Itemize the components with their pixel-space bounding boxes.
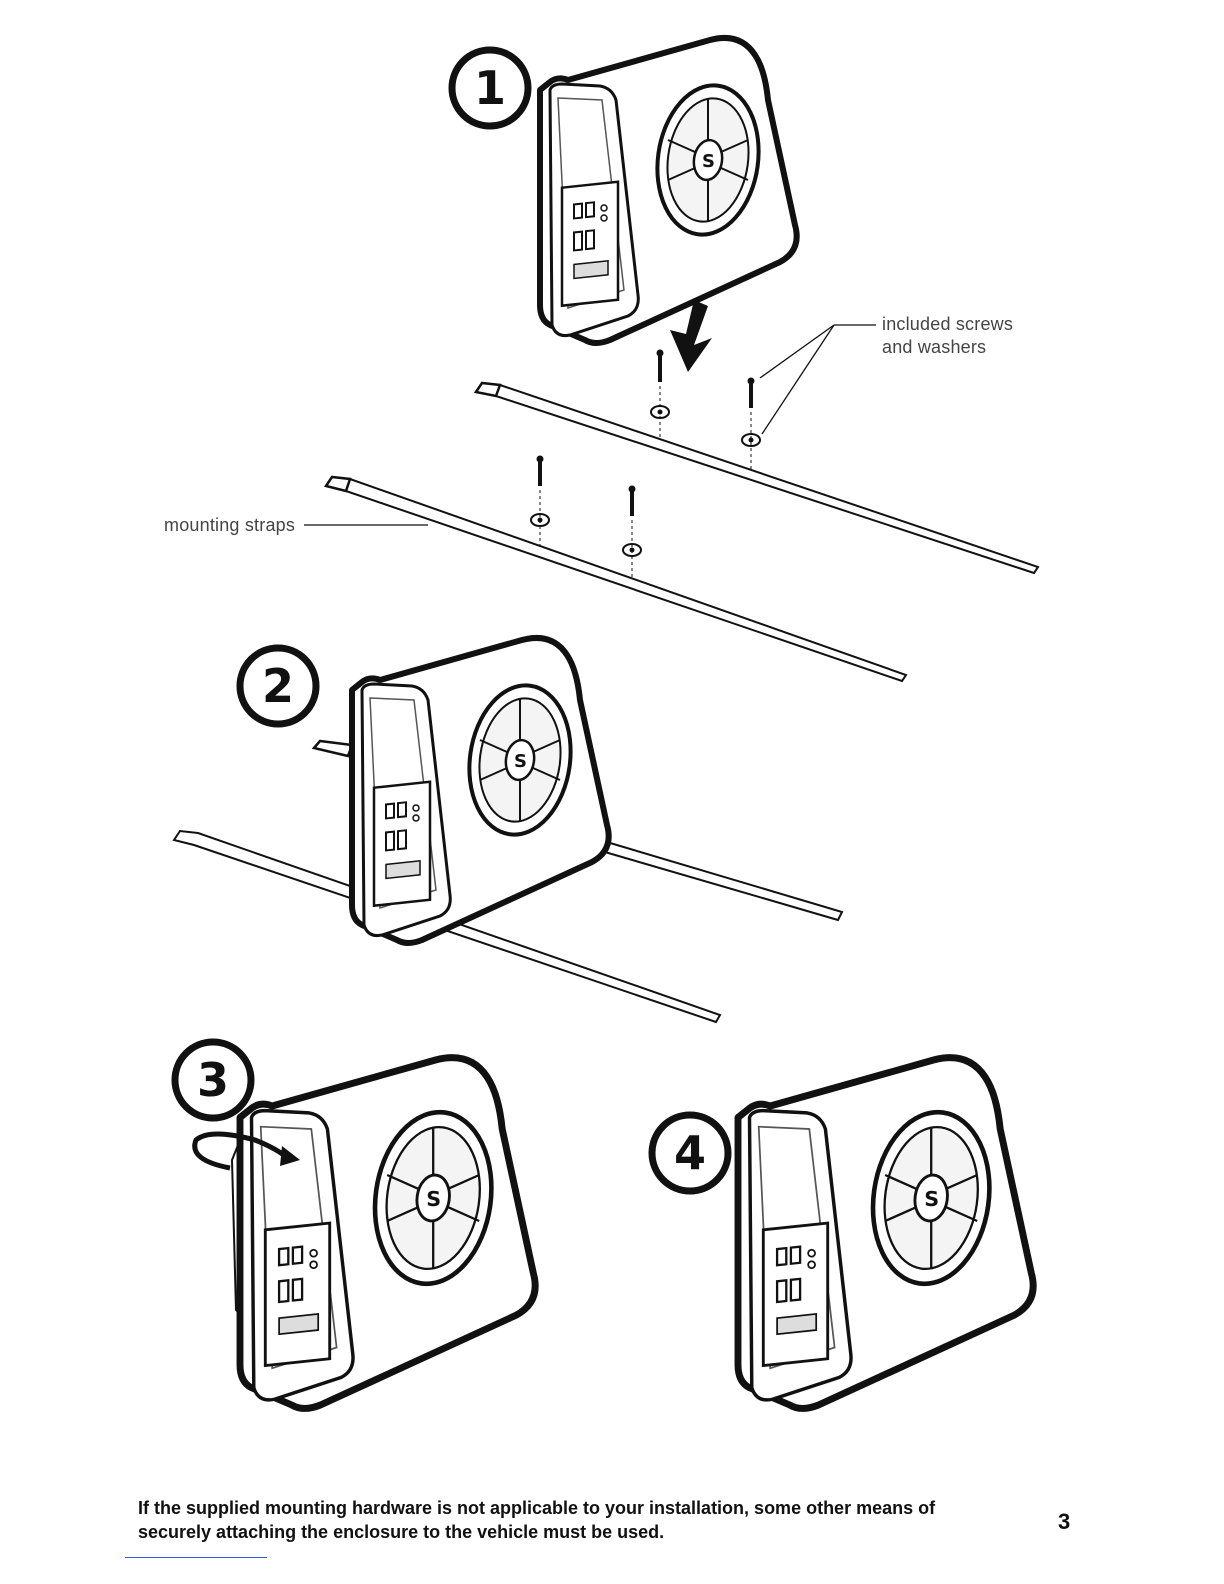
callout-screws-line-1: included screws [882, 313, 1013, 336]
step-number-3: 3 [197, 1053, 229, 1107]
bottom-rule [125, 1557, 267, 1558]
footer-note-line-2: securely attaching the enclosure to the … [138, 1520, 1038, 1544]
step-number-1: 1 [474, 61, 506, 115]
step-4-illustration [738, 1058, 1033, 1409]
step-number-2: 2 [262, 659, 294, 713]
mounting-straps [326, 383, 1038, 681]
step-1-illustration [540, 38, 797, 372]
callout-included-screws: included screws and washers [882, 313, 1013, 359]
step-3-illustration [195, 1058, 535, 1409]
step-number-4: 4 [674, 1126, 706, 1180]
page-number: 3 [1058, 1509, 1070, 1535]
callout-screws-line-2: and washers [882, 336, 1013, 359]
footer-note-line-1: If the supplied mounting hardware is not… [138, 1496, 1038, 1520]
callout-mounting-straps: mounting straps [164, 514, 295, 537]
footer-note: If the supplied mounting hardware is not… [138, 1496, 1038, 1544]
